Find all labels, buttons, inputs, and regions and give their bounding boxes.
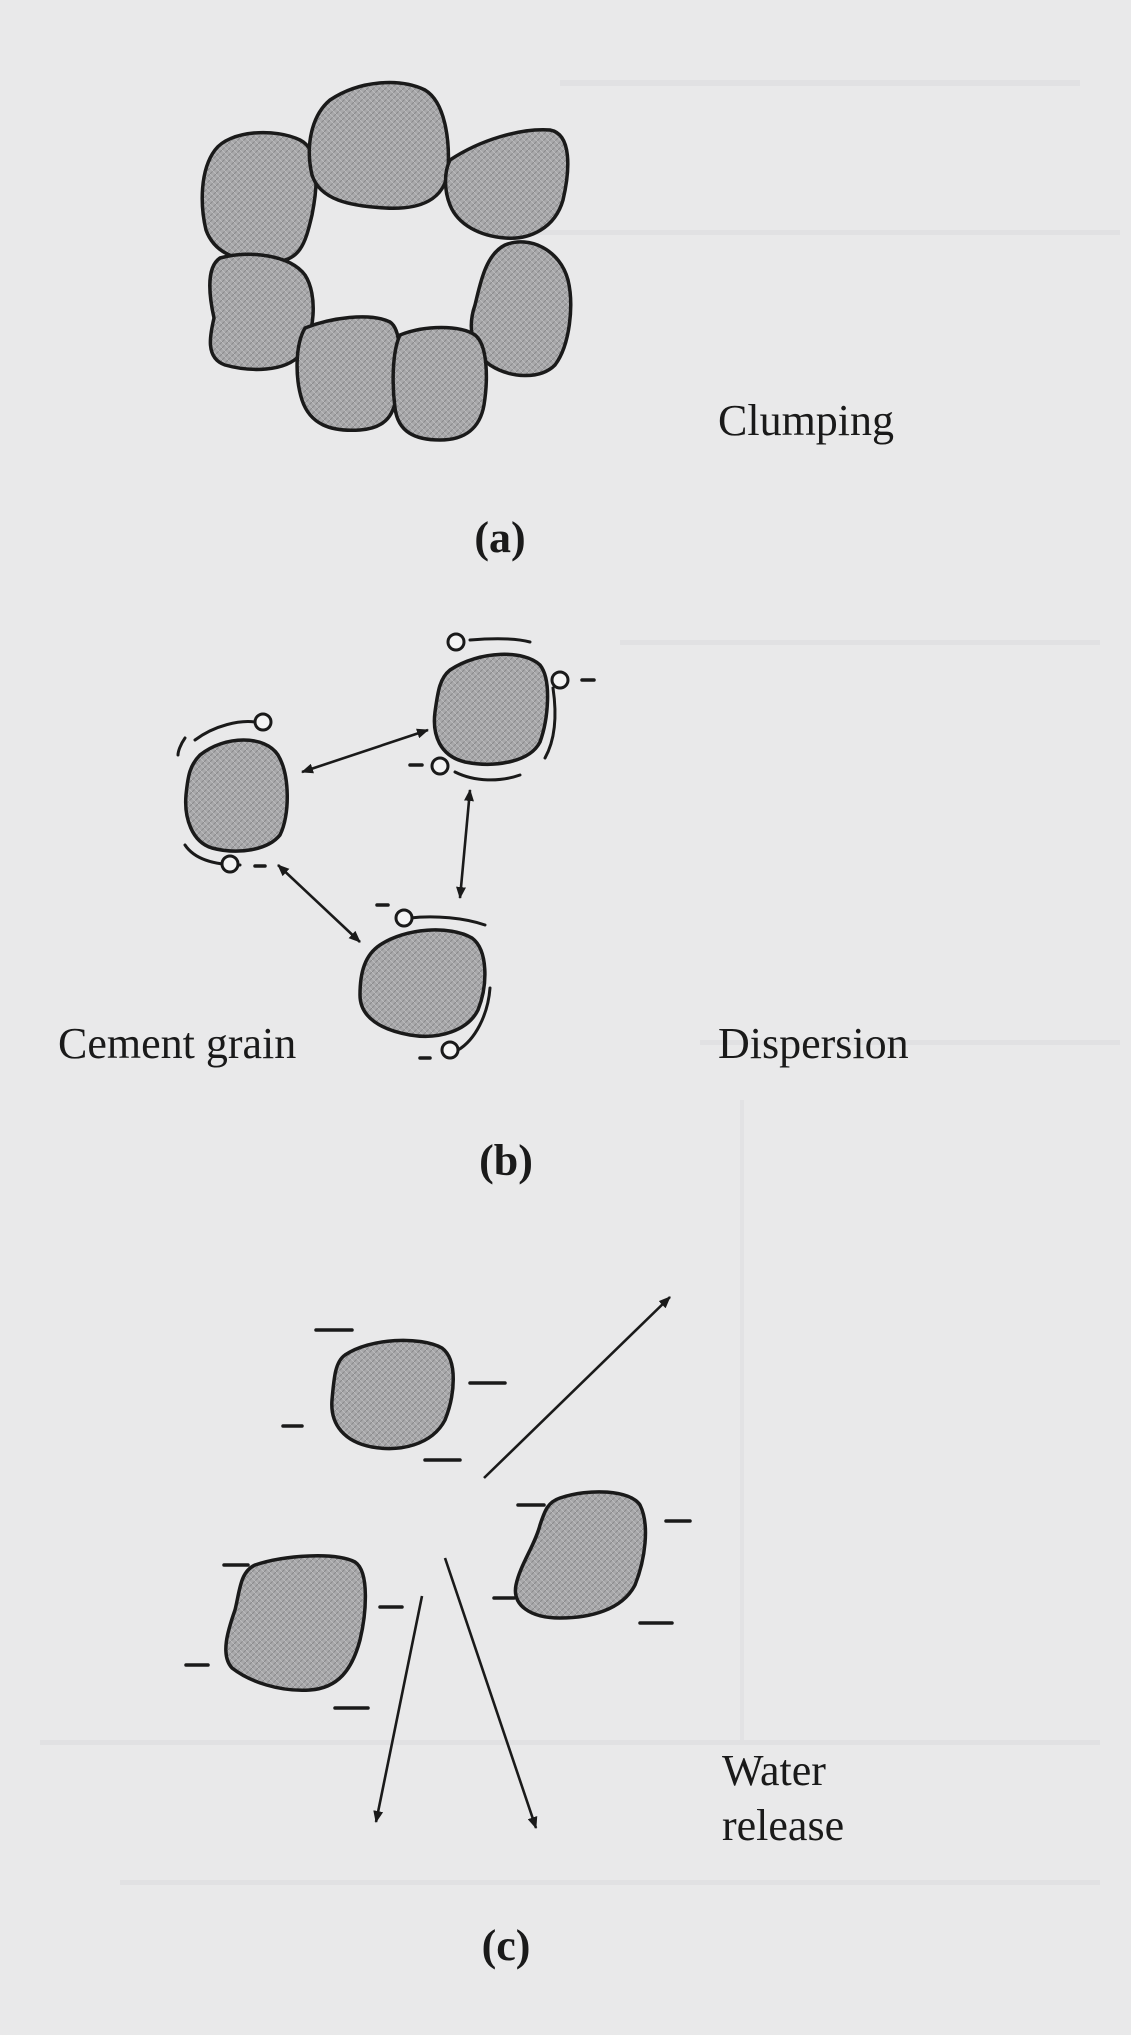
panel-a-caption: (a) [474,513,525,562]
panel-b-label-left: Cement grain [58,1019,296,1068]
panel-b-dispersion [176,632,596,1060]
panel-b-caption: (b) [479,1136,533,1185]
panel-c-label-line1: Water [722,1746,826,1795]
cement-grain [330,1338,455,1451]
panel-a-label: Clumping [718,396,894,445]
cement-grain [295,315,402,433]
cement-grain [443,128,570,240]
cement-grain [307,80,451,210]
cement-grain [513,1490,648,1620]
cement-grain [432,652,550,766]
cement-grain [469,240,573,378]
cement-grain [208,252,315,372]
cement-grain [358,928,487,1038]
cement-grain [224,1554,368,1692]
panel-c-water-release [184,1296,692,1829]
cement-grain [391,325,489,442]
panel-c-label-line2: release [722,1801,844,1850]
cement-grain [183,738,289,853]
panel-b-label-right: Dispersion [718,1019,909,1068]
cement-grain [200,130,318,264]
panel-c-caption: (c) [482,1921,531,1970]
panel-a-clumping-ring [200,80,573,442]
